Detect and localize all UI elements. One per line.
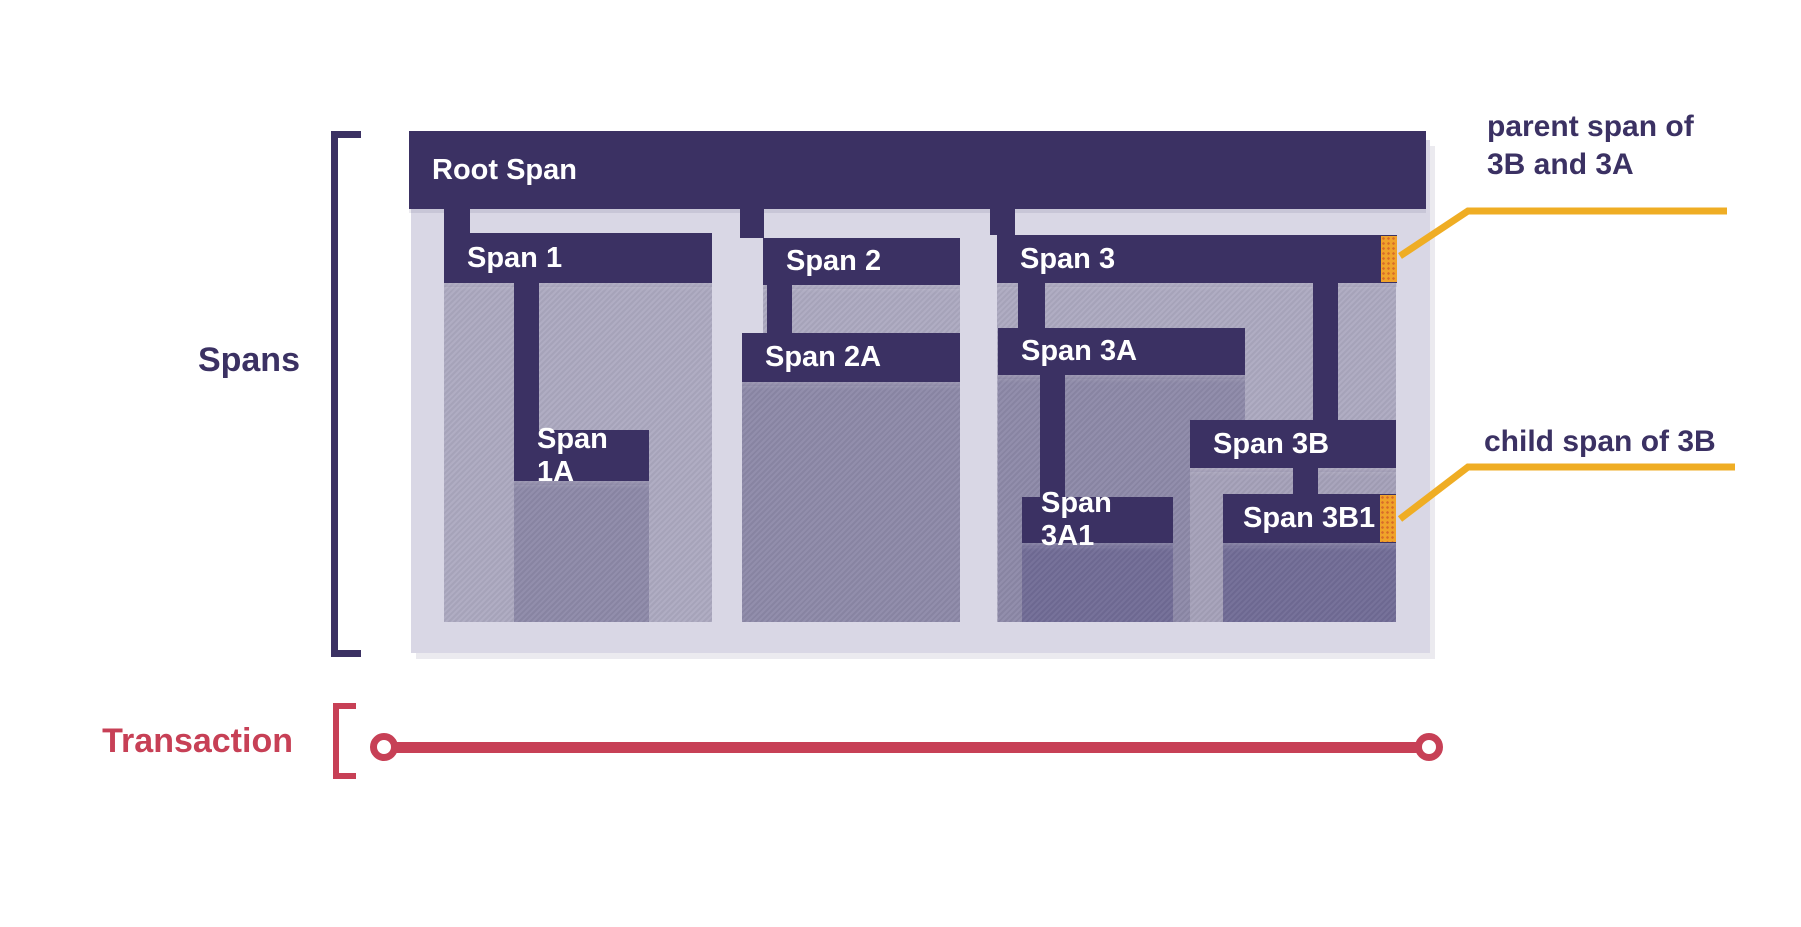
connector-span3b-to-span3b1 <box>1293 468 1318 494</box>
transaction-label: Transaction <box>102 722 293 760</box>
span2-label: Span 2 <box>786 245 882 277</box>
span1a-body <box>514 481 649 622</box>
transaction-end-point <box>1415 733 1443 761</box>
span3a1-label: Span 3A1 <box>1041 487 1112 552</box>
span2a-label: Span 2A <box>765 341 882 373</box>
parent-span-annotation-line2: 3B and 3A <box>1487 148 1634 181</box>
span1-label: Span 1 <box>467 241 563 274</box>
span3b1-bar: Span 3B1 <box>1223 494 1396 543</box>
parent-callout-line <box>1398 207 1727 259</box>
span3b-label: Span 3B <box>1213 427 1330 460</box>
parent-span-annotation: parent span of 3B and 3A <box>1487 108 1694 184</box>
transaction-timeline <box>396 742 1417 753</box>
parent-span-annotation-line1: parent span of <box>1487 110 1694 143</box>
spans-label: Spans <box>197 341 300 379</box>
span1a-label: Span 1A <box>537 422 608 488</box>
span3a1-bar: Span 3A1 <box>1022 487 1173 552</box>
connector-span1-to-span1a <box>514 283 539 430</box>
span3-bar: Span 3 <box>997 235 1397 283</box>
span3a-bar: Span 3A <box>998 328 1245 375</box>
span1a-bar: Span 1A <box>514 423 649 488</box>
connector-root-to-span3 <box>990 209 1015 235</box>
root-span-label: Root Span <box>432 153 577 186</box>
connector-root-to-span2 <box>740 209 764 238</box>
span3-label: Span 3 <box>1020 242 1116 275</box>
child-callout-line <box>1397 463 1735 522</box>
span3b1-label: Span 3B1 <box>1243 502 1376 534</box>
span3b-bar: Span 3B <box>1190 420 1396 468</box>
transaction-start-point <box>370 733 398 761</box>
span3a1-body <box>1022 543 1173 622</box>
transaction-bracket <box>333 703 356 779</box>
span3b1-child-marker <box>1380 495 1396 542</box>
connector-span3-to-span3a <box>1018 283 1045 328</box>
span3a-label: Span 3A <box>1021 335 1138 367</box>
connector-span3-to-span3b <box>1313 283 1338 420</box>
span2a-body <box>742 382 960 622</box>
root-span-bar: Root Span <box>409 131 1426 209</box>
span3b1-body <box>1223 543 1396 622</box>
connector-span2-to-span2a <box>767 285 792 333</box>
span3-parent-marker <box>1381 236 1397 282</box>
connector-span3a-to-span3a1 <box>1040 375 1065 497</box>
spans-bracket <box>331 131 361 657</box>
span2a-bar: Span 2A <box>742 333 960 382</box>
span2-bar: Span 2 <box>763 238 960 285</box>
span1-bar: Span 1 <box>444 233 712 283</box>
connector-root-to-span1 <box>444 209 470 235</box>
child-span-annotation: child span of 3B <box>1484 425 1716 458</box>
